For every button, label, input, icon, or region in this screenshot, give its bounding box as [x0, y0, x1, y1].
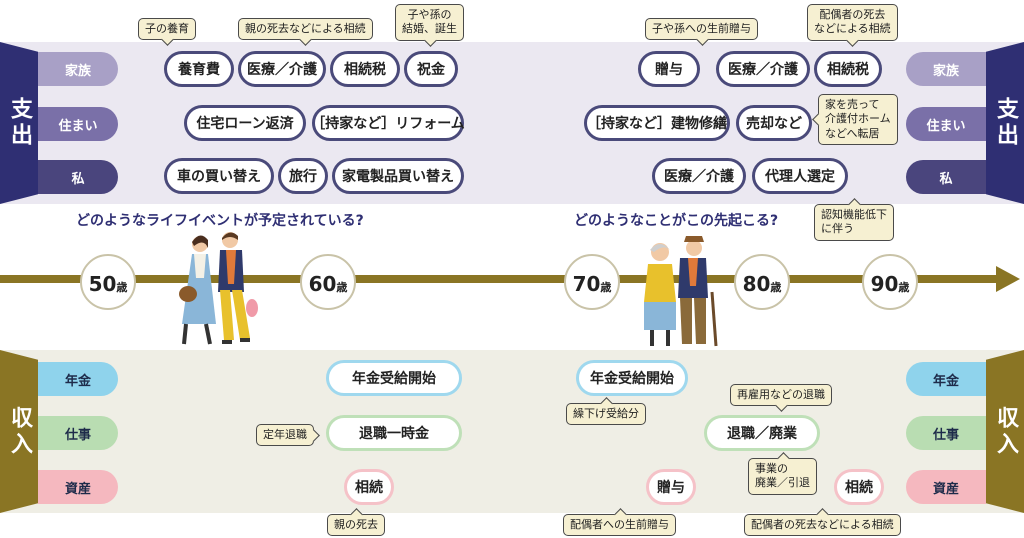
pill-agent-selection: 代理人選定	[752, 158, 848, 194]
note-business-closure: 事業の 廃業／引退	[748, 458, 817, 495]
category-private-right: 私	[906, 160, 986, 194]
pill-inheritance-2: 相続	[834, 469, 884, 505]
pill-inheritance-tax-2: 相続税	[814, 51, 882, 87]
expense-badge-label: 支出	[993, 97, 1018, 149]
income-badge-right: 収入	[986, 350, 1024, 513]
category-work-left: 仕事	[38, 416, 118, 450]
note-move-care-home: 家を売って 介護付ホーム などへ転居	[818, 94, 898, 145]
pill-medical-care-3: 医療／介護	[652, 158, 746, 194]
category-housing-left: 住まい	[38, 107, 118, 141]
timeline-arrowhead	[996, 266, 1020, 292]
pill-mortgage: 住宅ローン返済	[184, 105, 306, 141]
timeline-axis	[0, 275, 1000, 283]
pill-pension-start: 年金受給開始	[326, 360, 462, 396]
note-spouse-death-inheritance: 配偶者の死去などによる相続	[744, 514, 901, 537]
note-lifetime-gift: 子や孫への生前贈与	[645, 18, 758, 41]
pill-appliances: 家電製品買い替え	[332, 158, 464, 194]
pill-building-repair: ［持家など］建物修繕	[584, 105, 730, 141]
pill-inheritance-tax: 相続税	[330, 51, 400, 87]
category-housing-right: 住まい	[906, 107, 986, 141]
note-spouse-lifetime-gift: 配偶者への生前贈与	[563, 514, 676, 537]
note-parent-death: 親の死去	[327, 514, 385, 537]
pill-medical-care-2: 医療／介護	[716, 51, 810, 87]
pill-renovation: ［持家など］リフォーム	[311, 105, 465, 141]
pill-retirement-closure: 退職／廃業	[704, 415, 820, 451]
note-mandatory-retirement: 定年退職	[256, 424, 314, 447]
note-spouse-inheritance: 配偶者の死去 などによる相続	[807, 4, 898, 41]
pill-medical-care: 医療／介護	[238, 51, 326, 87]
category-family-left: 家族	[38, 52, 118, 86]
income-badge-label: 収入	[7, 405, 32, 458]
category-family-right: 家族	[906, 52, 986, 86]
middle-aged-couple-illustration	[179, 232, 258, 345]
elderly-couple-illustration	[644, 236, 718, 347]
note-marriage-birth: 子や孫の 結婚、誕生	[395, 4, 464, 41]
expense-badge-label: 支出	[7, 97, 32, 149]
pill-pension-start-deferred: 年金受給開始	[576, 360, 688, 396]
category-assets-right: 資産	[906, 470, 986, 504]
pill-gift-income: 贈与	[646, 469, 696, 505]
category-pension-right: 年金	[906, 362, 986, 396]
question-life-events: どのようなライフイベントが予定されている?	[76, 213, 364, 229]
category-work-right: 仕事	[906, 416, 986, 450]
pill-travel: 旅行	[278, 158, 328, 194]
category-private-left: 私	[38, 160, 118, 194]
pill-child-support: 養育費	[164, 51, 234, 87]
pill-gift: 贈与	[638, 51, 700, 87]
question-future: どのようなことがこの先起こる?	[574, 213, 779, 229]
expense-badge-left: 支出	[0, 42, 38, 204]
expense-badge-right: 支出	[986, 42, 1024, 204]
pill-celebration-money: 祝金	[404, 51, 458, 87]
pill-inheritance: 相続	[344, 469, 394, 505]
note-cognitive-decline: 認知機能低下 に伴う	[814, 204, 894, 241]
category-assets-left: 資産	[38, 470, 118, 504]
category-pension-left: 年金	[38, 362, 118, 396]
income-badge-left: 収入	[0, 350, 38, 513]
note-deferred-pension: 繰下げ受給分	[566, 403, 646, 426]
pill-car-replacement: 車の買い替え	[164, 158, 274, 194]
pill-sale: 売却など	[736, 105, 812, 141]
note-child-raising: 子の養育	[138, 18, 196, 41]
income-badge-label: 収入	[993, 405, 1018, 458]
note-parent-inheritance: 親の死去などによる相続	[238, 18, 373, 41]
note-reemployment-retirement: 再雇用などの退職	[730, 384, 832, 407]
pill-retirement-lump-sum: 退職一時金	[326, 415, 462, 451]
